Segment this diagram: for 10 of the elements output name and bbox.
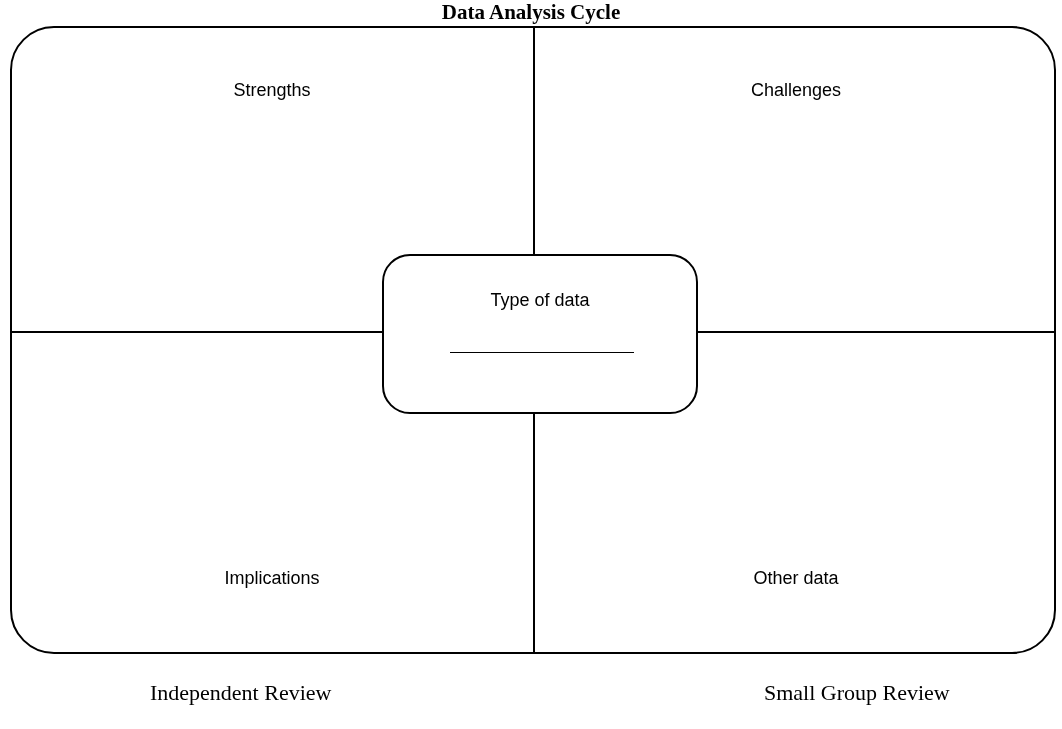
quadrant-heading: Strengths xyxy=(232,80,312,101)
outer-frame xyxy=(10,26,1056,654)
center-box xyxy=(382,254,698,414)
quadrant-heading: Other data xyxy=(752,568,840,589)
review-label: Independent Review xyxy=(150,680,332,706)
diagram-title: Data Analysis Cycle xyxy=(440,0,622,25)
quadrant-heading: Implications xyxy=(223,568,321,589)
review-label: Small Group Review xyxy=(764,680,950,706)
box-heading: Type of data xyxy=(489,290,591,311)
quadrant-heading: Challenges xyxy=(749,80,843,101)
